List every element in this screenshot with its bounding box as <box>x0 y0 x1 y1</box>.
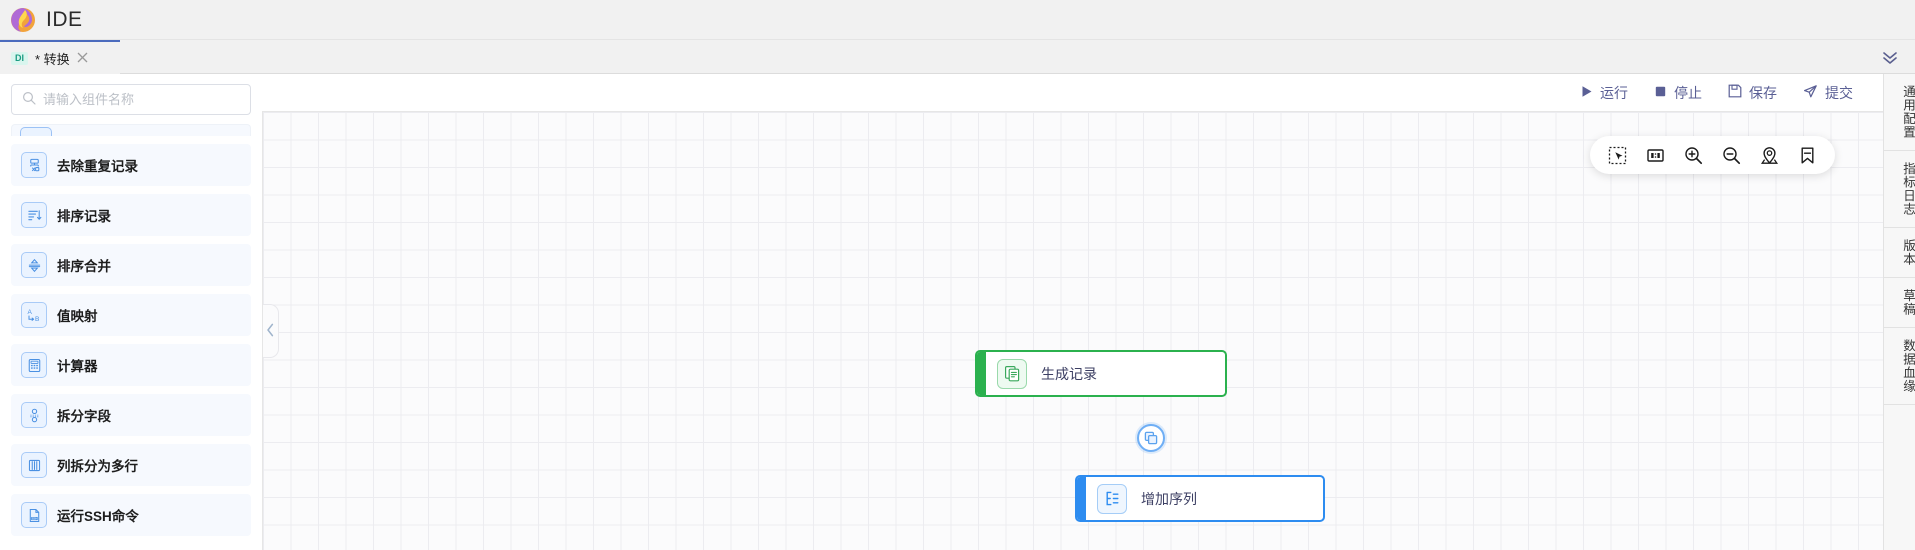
node-accent-bar <box>1077 477 1086 520</box>
node-label: 生成记录 <box>1041 365 1097 382</box>
edge-layer <box>263 112 563 262</box>
list-item-label: 排序记录 <box>57 209 111 224</box>
stop-icon <box>1654 85 1667 101</box>
editor-toolbar: 运行 停止 保存 <box>262 74 1883 112</box>
palette-collapse-handle[interactable] <box>263 304 279 358</box>
submit-button[interactable]: 提交 <box>1803 83 1853 103</box>
zoom-out-icon[interactable] <box>1722 146 1741 165</box>
sort-merge-icon <box>21 252 47 278</box>
canvas-toolbar <box>1590 136 1835 174</box>
rail-item-general-config[interactable]: 通用配置 <box>1884 74 1915 151</box>
list-item-label: 去除重复记录 <box>57 159 138 174</box>
rail-item-version[interactable]: 版本 <box>1884 228 1915 278</box>
send-icon <box>1803 84 1818 102</box>
component-palette: 去除重复记录 排序记录 <box>0 74 262 550</box>
app-title: IDE <box>46 7 83 31</box>
dedupe-icon <box>21 152 47 178</box>
list-item[interactable]: 列拆分为多行 <box>11 444 251 486</box>
node-label: 增加序列 <box>1141 490 1197 507</box>
list-item-label: 运行SSH命令 <box>57 509 139 524</box>
add-sequence-icon <box>1097 483 1127 514</box>
sort-records-icon <box>21 202 47 228</box>
rail-item-draft[interactable]: 草稿 <box>1884 278 1915 328</box>
search-icon <box>22 91 36 108</box>
list-item[interactable]: 计算器 <box>11 344 251 386</box>
canvas-area: 运行 停止 保存 <box>262 74 1883 550</box>
node-accent-bar <box>977 352 986 395</box>
list-item[interactable]: A B 值映射 <box>11 294 251 336</box>
stop-button[interactable]: 停止 <box>1654 83 1702 103</box>
tab-transform[interactable]: DI * 转换 <box>0 40 120 74</box>
list-item-partial[interactable] <box>11 124 251 136</box>
submit-label: 提交 <box>1825 84 1853 101</box>
value-mapper-icon: A B <box>21 302 47 328</box>
tab-type-badge: DI <box>11 51 28 65</box>
run-button[interactable]: 运行 <box>1580 83 1628 103</box>
list-item[interactable]: 去除重复记录 <box>11 144 251 186</box>
save-label: 保存 <box>1749 84 1777 101</box>
list-item-label: 值映射 <box>57 309 98 324</box>
list-item[interactable]: 排序合并 <box>11 244 251 286</box>
fit-view-icon[interactable] <box>1646 146 1665 165</box>
generate-records-icon <box>997 358 1027 389</box>
tab-bar: DI * 转换 <box>0 40 1915 74</box>
copy-icon[interactable] <box>1137 424 1165 452</box>
rail-item-data-lineage[interactable]: 数据血缘 <box>1884 328 1915 405</box>
title-bar: IDE <box>0 0 1915 40</box>
node-body: 生成记录 <box>986 352 1225 395</box>
flow-canvas[interactable]: 生成记录 增加序列 <box>262 112 1883 550</box>
rail-item-metric-log[interactable]: 指标日志 <box>1884 151 1915 228</box>
split-column-to-rows-icon <box>21 452 47 478</box>
ssh-file-icon: SSH <box>21 502 47 528</box>
svg-text:A: A <box>28 309 33 316</box>
flame-logo-icon <box>8 5 38 35</box>
calculator-icon <box>21 352 47 378</box>
chevron-left-icon <box>266 323 275 340</box>
flow-node-generate-records[interactable]: 生成记录 <box>975 350 1227 397</box>
save-icon <box>1728 84 1742 101</box>
play-icon <box>1580 85 1593 101</box>
search-input[interactable] <box>43 92 240 107</box>
marquee-select-icon[interactable] <box>1608 146 1627 165</box>
svg-text:SSH: SSH <box>31 516 37 520</box>
save-button[interactable]: 保存 <box>1728 83 1777 103</box>
run-label: 运行 <box>1600 84 1628 101</box>
flow-node-add-sequence[interactable]: 增加序列 <box>1075 475 1325 522</box>
list-item-label: 拆分字段 <box>57 409 111 424</box>
body-row: 去除重复记录 排序记录 <box>0 74 1915 550</box>
chevron-double-down-icon[interactable] <box>1881 50 1899 64</box>
component-list: 去除重复记录 排序记录 <box>11 124 251 550</box>
svg-text:B: B <box>35 316 39 323</box>
list-item[interactable]: SSH 运行SSH命令 <box>11 494 251 536</box>
list-item[interactable]: 拆分字段 <box>11 394 251 436</box>
tab-label: * 转换 <box>35 51 70 67</box>
locate-icon[interactable] <box>1760 146 1779 165</box>
list-item-label: 列拆分为多行 <box>57 459 138 474</box>
search-box[interactable] <box>11 84 251 115</box>
list-item-label: 排序合并 <box>57 259 111 274</box>
bookmark-icon[interactable] <box>1798 146 1817 165</box>
zoom-in-icon[interactable] <box>1684 146 1703 165</box>
close-icon[interactable] <box>77 52 88 65</box>
node-body: 增加序列 <box>1086 477 1323 520</box>
list-item[interactable]: 排序记录 <box>11 194 251 236</box>
right-rail: 通用配置 指标日志 版本 草稿 数据血缘 <box>1883 74 1915 550</box>
list-item-label: 计算器 <box>57 359 98 374</box>
split-field-icon <box>21 402 47 428</box>
stop-label: 停止 <box>1674 84 1702 101</box>
